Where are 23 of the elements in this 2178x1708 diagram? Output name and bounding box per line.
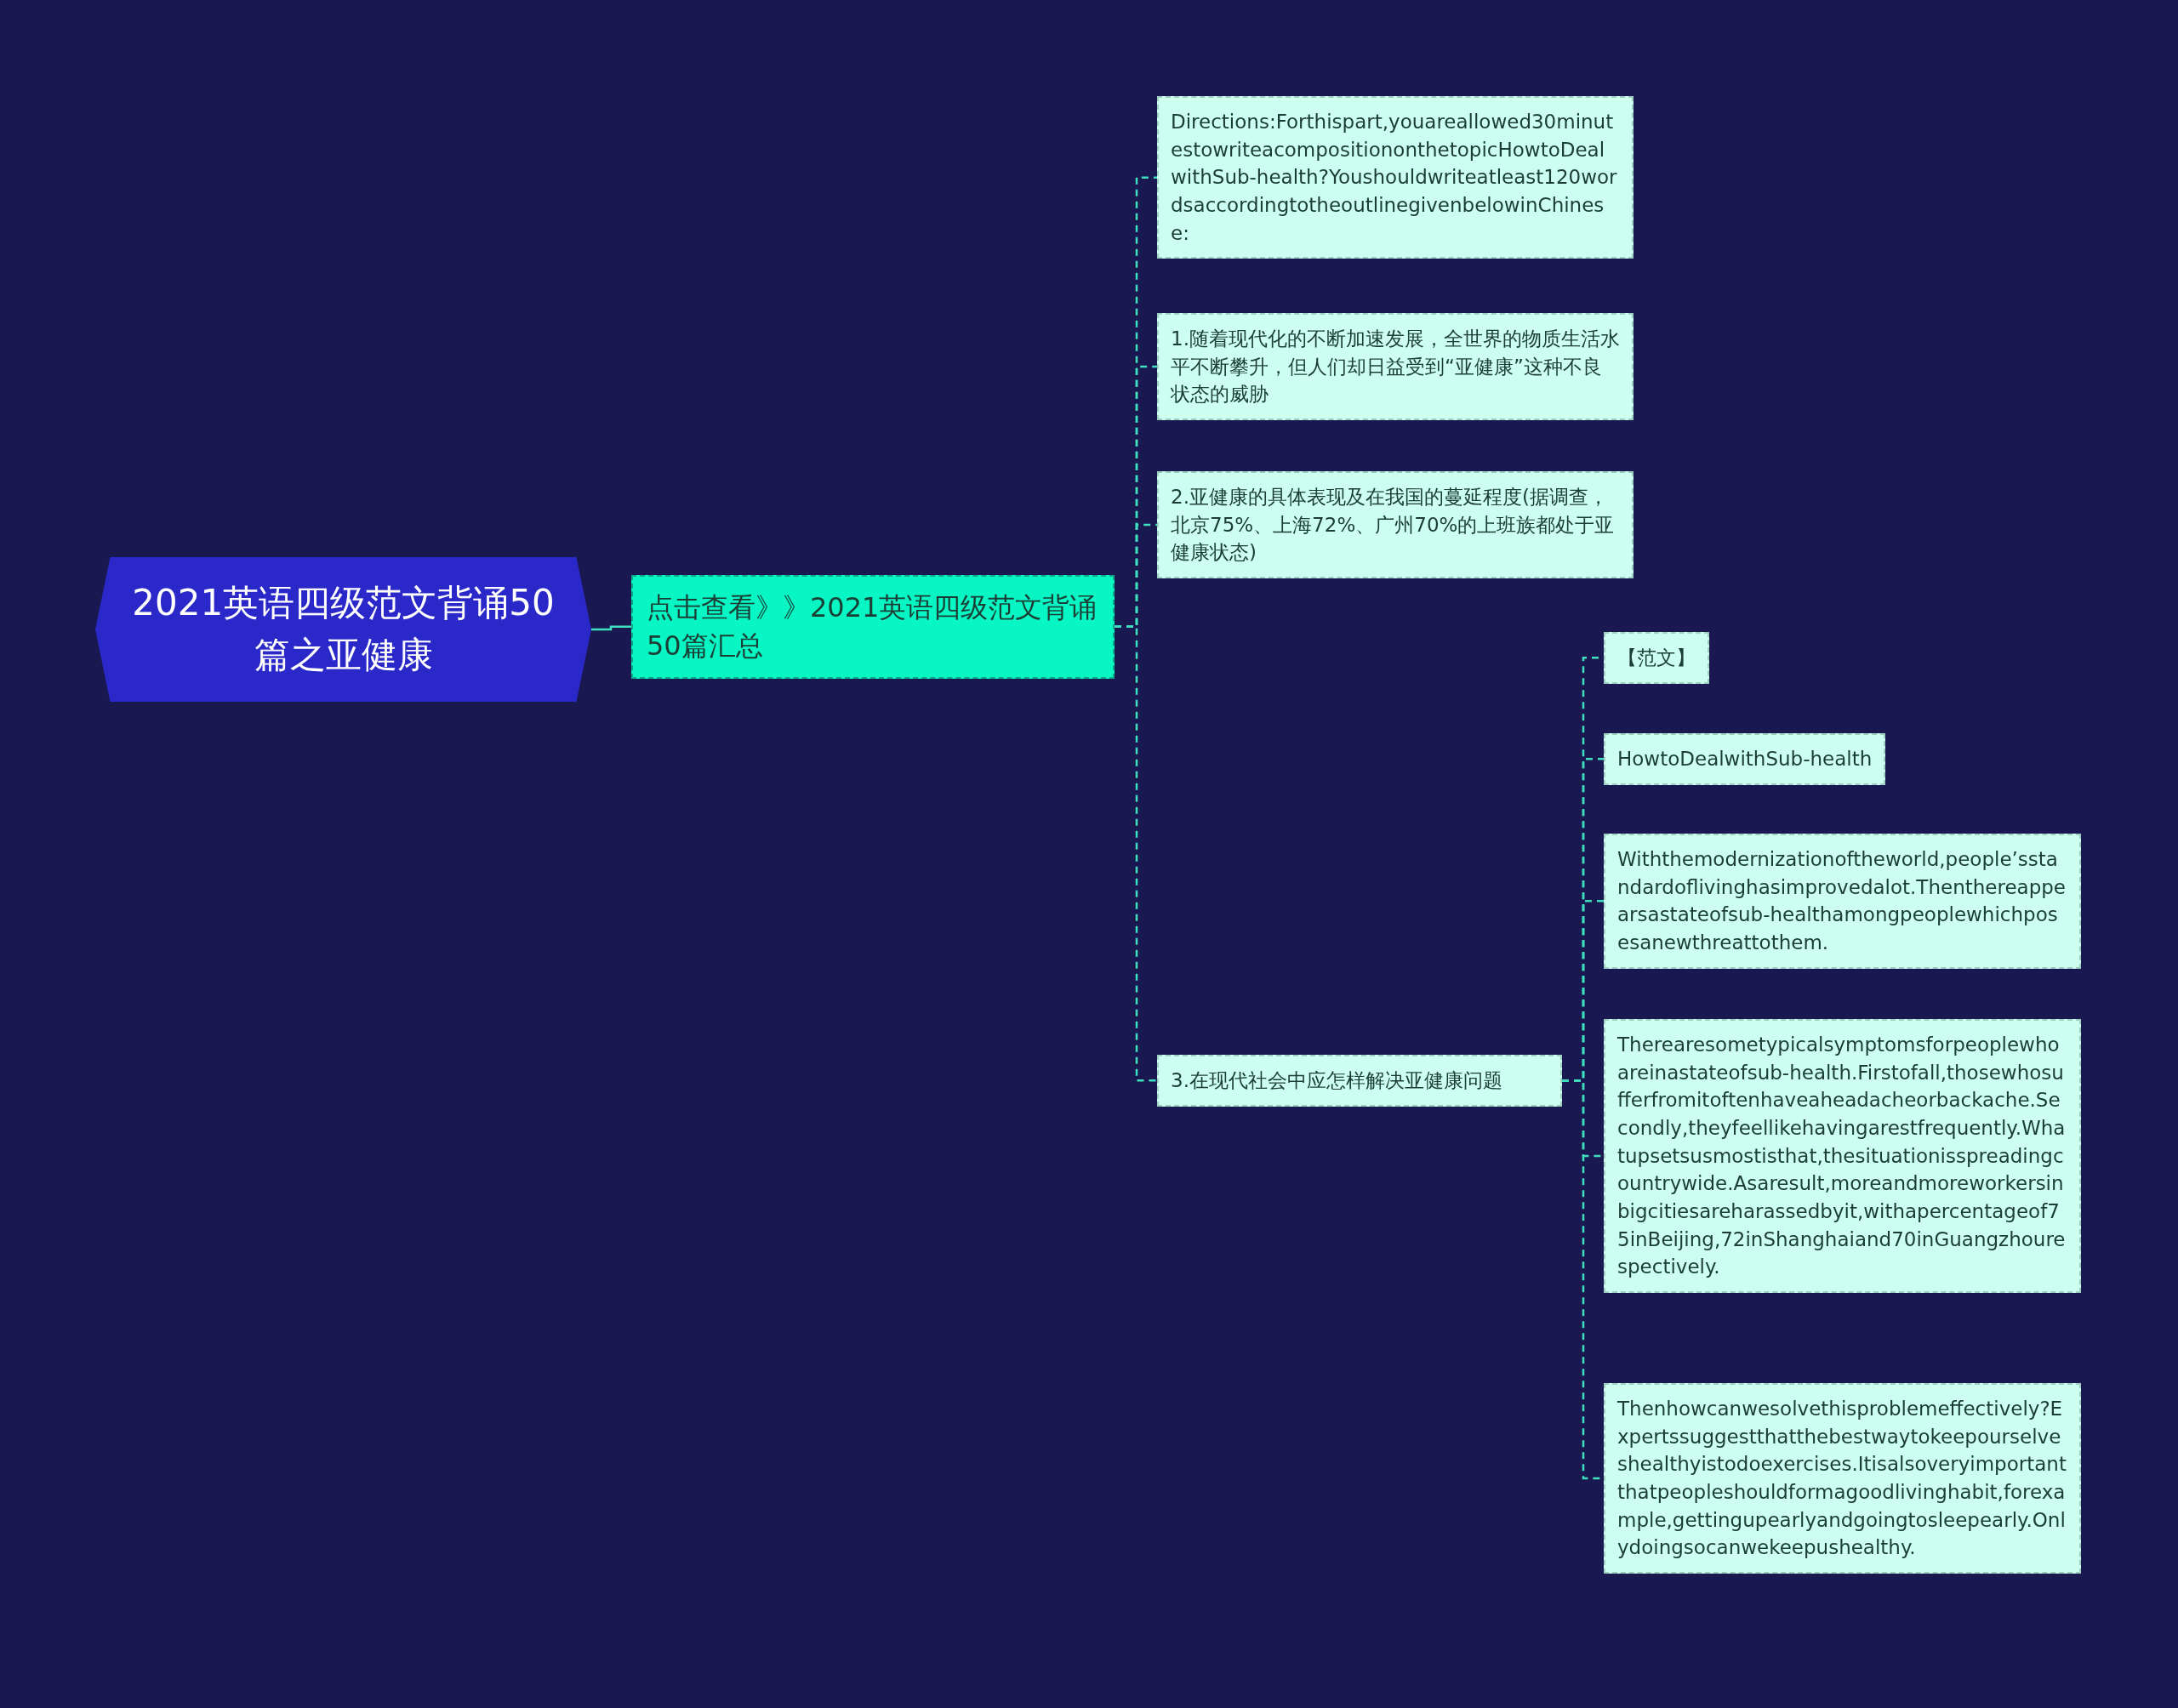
- node-text: 点击查看》》2021英语四级范文背诵50篇汇总: [647, 590, 1098, 663]
- connector-line: [1115, 625, 1157, 1082]
- note-box: [1157, 313, 1634, 420]
- note-box: [1157, 1055, 1562, 1107]
- note-box: [1157, 96, 1634, 259]
- node-text: 1.随着现代化的不断加速发展，全世界的物质生活水平不断攀升，但人们却日益受到“亚健康”这种不良状态的威胁: [1171, 327, 1620, 407]
- note-box: [1604, 1383, 2081, 1574]
- branch-box: [631, 575, 1115, 679]
- node-text: 2021英语四级范文背诵50篇之亚健康: [131, 581, 556, 677]
- node-text: 【范文】: [1617, 646, 1696, 670]
- note-box: [1604, 834, 2081, 969]
- node-text: HowtoDealwithSub-health: [1617, 747, 1873, 771]
- note-box: [1604, 733, 1886, 785]
- node-text: 3.在现代社会中应怎样解决亚健康问题: [1171, 1068, 1503, 1093]
- node-text: Withthemodernizationoftheworld,people’sstandardoflivinghasimprovedalot.Thenthereappearsastateofsub-healthamongpeoplewhichposesanewthreattothem.: [1617, 847, 2067, 955]
- connector-line: [591, 625, 631, 631]
- node-text: Directions:Forthispart,youareallowed30minutestowriteacompositiononthetopicHowtoDealwithSub-health?Youshouldwriteatleast120wordsaccordingtotheoutlinegivenbelowinChinese:: [1171, 110, 1618, 246]
- node-text: 2.亚健康的具体表现及在我国的蔓延程度(据调查，北京75%、上海72%、广州70%的上班族都处于亚健康状态): [1171, 485, 1616, 566]
- node-text: Thenhowcanwesolvethisproblemeffectively?Expertssuggestthatthebestwaytokeepourselveshealthyistodoexercises.Itisalsoveryimportantthatpeopleshouldformagoodlivinghabit,forexample,gettingupearlyandgoingtosleepearly.Onlydoingsocanwekeepushealthy.: [1617, 1397, 2067, 1561]
- topic-hexagon: [95, 557, 591, 702]
- note-box: [1604, 632, 1709, 684]
- node-text: Therearesometypicalsymptomsforpeoplewhoareinastateofsub-health.Firstofall,thosewhosufferfromitoftenhaveaheadacheorbackache.Secondly,theyfeellikehavingarestfrequently.Whatupsetsusmostisthat,thesituationisspreadingcountrywide.Asaresult,moreandmoreworkersinbigcitiesareharassedbyit,withapercentageof75inBeijing,72inShanghaiand70inGuangzhourespectively.: [1617, 1033, 2067, 1280]
- note-box: [1157, 471, 1634, 578]
